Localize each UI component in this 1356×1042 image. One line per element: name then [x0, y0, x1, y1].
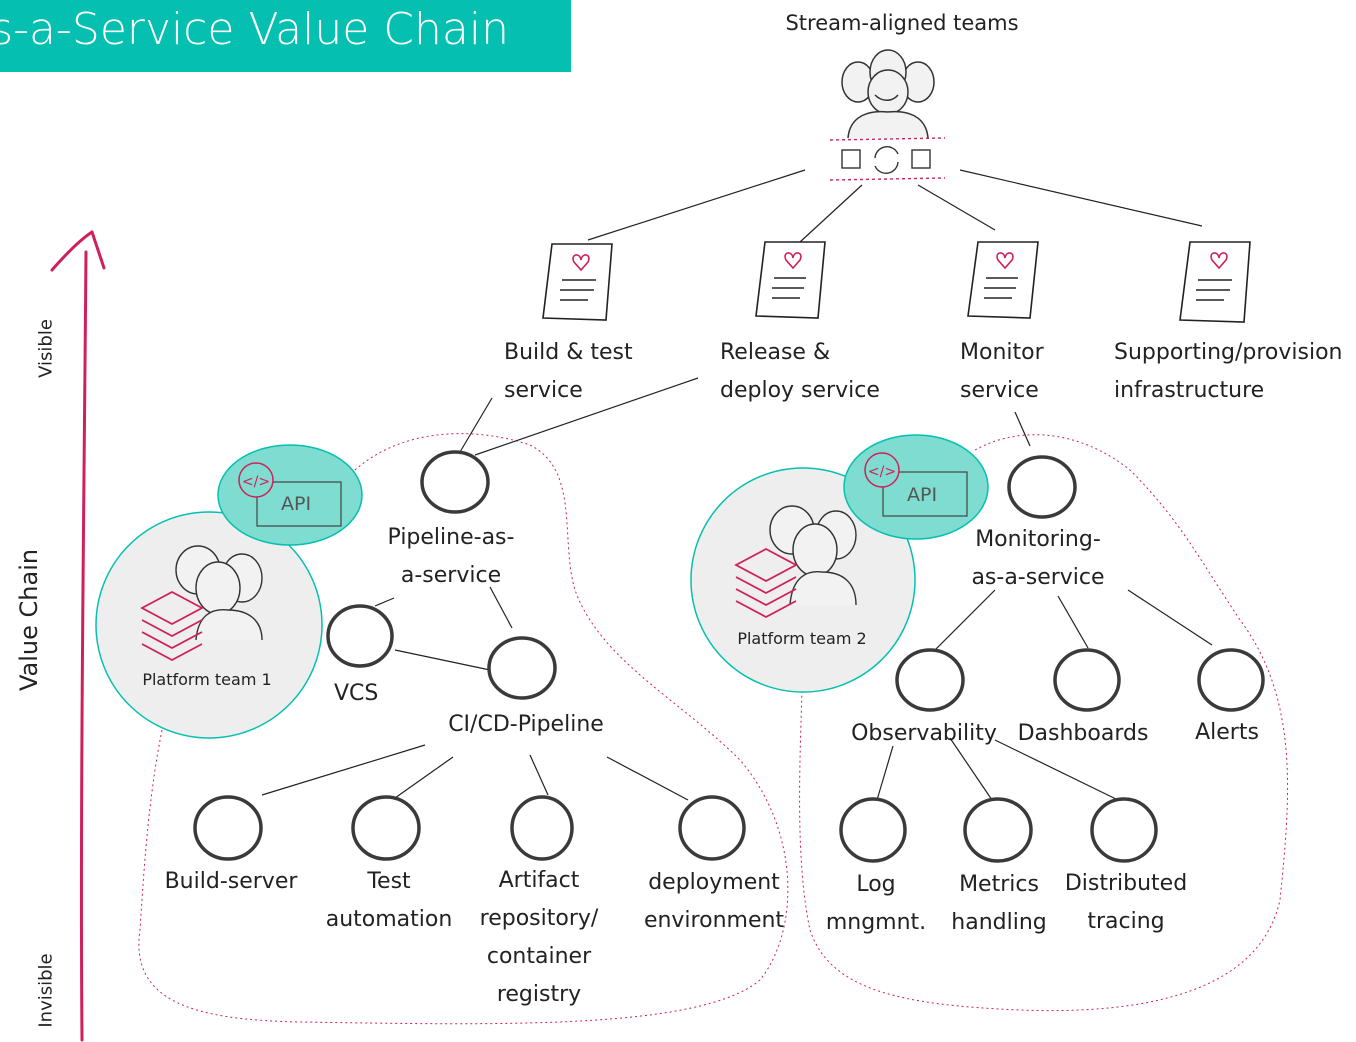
service-label-line: Supporting/provision: [1114, 340, 1343, 365]
stream-aligned-team-icon: [841, 49, 935, 139]
label-line: tracing: [1087, 909, 1165, 934]
service-label-line: Build & test: [504, 340, 633, 365]
label-line: Test: [367, 869, 411, 894]
label-line: as-a-service: [971, 565, 1105, 590]
document-icon-monitor: [967, 241, 1039, 319]
node-cicd-pipeline: [487, 636, 557, 700]
axis-label-value-chain: Value Chain: [15, 548, 43, 691]
label-metrics-handling: Metrics handling: [951, 866, 1046, 942]
label-observability: Observability: [851, 721, 997, 746]
node-vcs: [326, 604, 394, 668]
service-document-icons: [542, 241, 1251, 323]
document-icon-infrastructure: [1179, 241, 1251, 323]
node-alerts: [1197, 648, 1265, 712]
label-line: Artifact: [498, 868, 580, 893]
label-line: mngmnt.: [825, 910, 927, 935]
service-label-build-test: Build & test service: [504, 334, 633, 410]
label-line: Metrics: [959, 872, 1039, 897]
cluster-outline-1: [138, 433, 789, 1025]
label-cicd-pipeline: CI/CD-Pipeline: [448, 712, 604, 737]
axis-label-visible: Visible: [35, 319, 57, 378]
label-line: a-service: [400, 563, 502, 588]
label-monitoring-as-a-service: Monitoring- as-a-service: [971, 521, 1104, 597]
label-vcs: VCS: [334, 681, 379, 706]
service-label-line: service: [504, 378, 583, 403]
label-line: Build-server: [164, 869, 298, 894]
connectors: [261, 169, 1213, 801]
svg-text:</>: </>: [242, 474, 270, 490]
node-monitoring-as-a-service: [1007, 455, 1077, 519]
node-observability: [895, 648, 965, 712]
service-label-monitor: Monitor service: [960, 334, 1044, 410]
value-chain-arrow: [50, 230, 106, 1042]
label-pipeline-as-a-service: Pipeline-as- a-service: [388, 519, 515, 595]
node-artifact-repository: [510, 795, 574, 861]
service-label-infrastructure: Supporting/provision infrastructure: [1114, 334, 1356, 410]
label-test-automation: Test automation: [326, 863, 453, 939]
label-line: repository/: [479, 906, 599, 931]
label-alerts: Alerts: [1195, 720, 1259, 745]
node-dashboards: [1053, 648, 1121, 712]
platform-team-1-api-circle: </>: [217, 444, 363, 546]
team-interface-box: [829, 137, 946, 181]
node-distributed-tracing: [1090, 797, 1158, 863]
node-deployment-environment: [678, 795, 746, 861]
label-artifact-repository: Artifact repository/ container registry: [480, 862, 599, 1014]
label-line: container: [486, 944, 592, 969]
label-dashboards: Dashboards: [1017, 721, 1149, 746]
node-metrics-handling: [963, 797, 1033, 863]
node-log-mngmnt: [839, 797, 907, 863]
platform-team-1-api-label: API: [281, 493, 312, 515]
label-line: deployment: [648, 870, 780, 895]
svg-text:</>: </>: [868, 464, 896, 480]
label-line: handling: [951, 910, 1047, 935]
node-build-server: [193, 795, 263, 861]
document-icon-release-deploy: [755, 241, 826, 319]
title-banner: s-a-Service Value Chain: [0, 0, 571, 72]
service-label-line: infrastructure: [1114, 378, 1265, 403]
label-line: Pipeline-as-: [387, 525, 515, 550]
platform-team-1-circle: [95, 511, 323, 739]
label-line: Log: [856, 872, 896, 897]
label-deployment-environment: deployment environment: [644, 864, 784, 940]
platform-team-2-label: Platform team 2: [737, 629, 867, 648]
service-label-line: deploy service: [720, 378, 880, 403]
cluster-outline-2: [799, 434, 1289, 1012]
label-distributed-tracing: Distributed tracing: [1065, 865, 1187, 941]
stream-aligned-teams-label: Stream-aligned teams: [785, 11, 1019, 35]
platform-team-1-label: Platform team 1: [142, 670, 272, 689]
service-label-line: service: [960, 378, 1039, 403]
node-test-automation: [351, 795, 421, 861]
label-line: registry: [496, 982, 582, 1007]
platform-team-2-circle: [690, 467, 916, 693]
service-label-line: Monitor: [960, 340, 1044, 365]
axis-label-invisible: Invisible: [35, 953, 57, 1028]
service-label-line: Release &: [720, 340, 831, 365]
platform-team-2-api-label: API: [907, 484, 938, 506]
service-label-release-deploy: Release & deploy service: [720, 334, 880, 410]
node-pipeline-as-a-service: [420, 450, 490, 514]
page-title: s-a-Service Value Chain: [0, 4, 509, 55]
label-build-server: Build-server: [165, 863, 298, 901]
label-line: Monitoring-: [975, 527, 1101, 552]
service-nodes: [193, 450, 1265, 863]
label-line: environment: [643, 908, 785, 933]
platform-team-2-api-circle: </>: [843, 434, 989, 540]
label-line: Distributed: [1064, 871, 1188, 896]
document-icon-build-test: [542, 243, 613, 321]
label-line: automation: [325, 907, 453, 932]
label-log-mngmnt: Log mngmnt.: [826, 866, 926, 942]
